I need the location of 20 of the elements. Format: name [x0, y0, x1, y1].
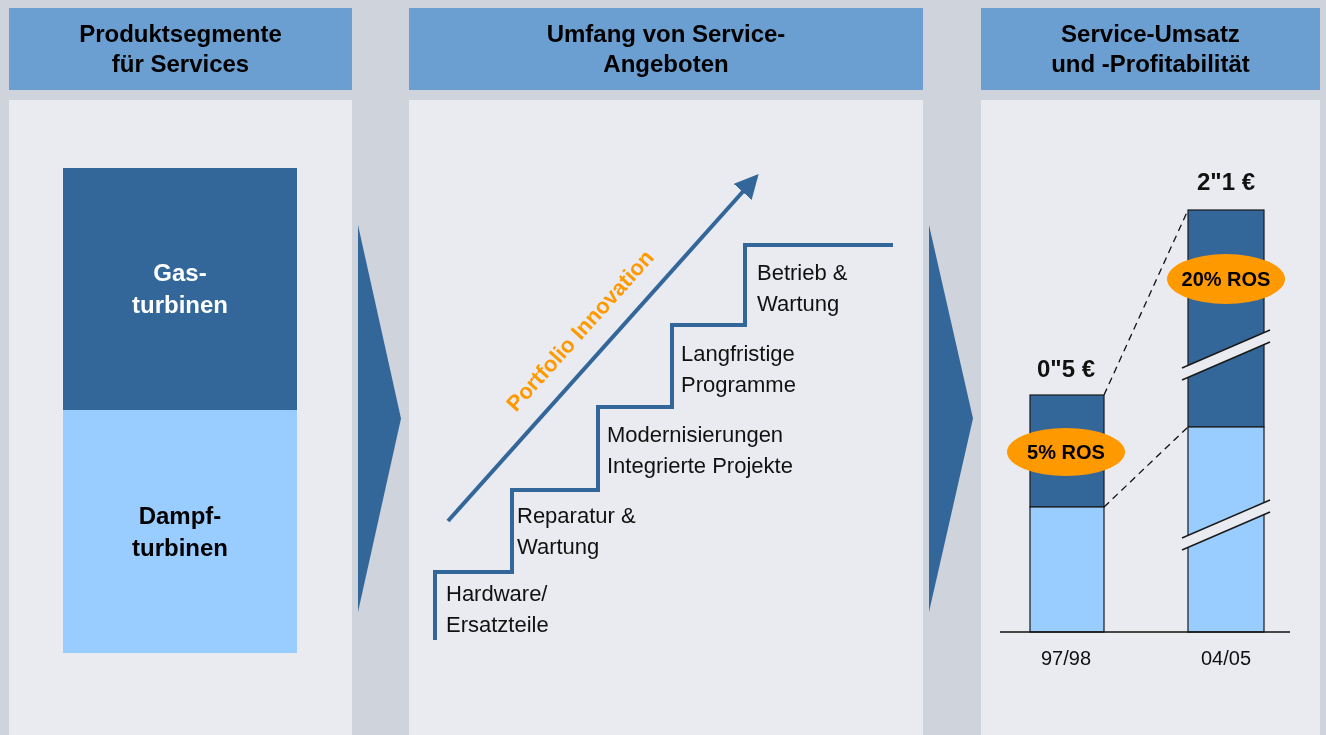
- axis-label: 04/05: [1199, 646, 1253, 671]
- axis-label: 97/98: [1039, 646, 1093, 671]
- value-label: 2"1 €: [1195, 167, 1257, 197]
- column-panel: [9, 8, 352, 735]
- column-header: Umfang von Service-Angeboten: [409, 8, 923, 90]
- column-panel: [409, 8, 923, 735]
- chevron-arrow: [358, 225, 401, 612]
- oval-badge: 20% ROS: [1167, 254, 1285, 304]
- step-label: Langfristige Programme: [681, 340, 797, 399]
- step-label: Reparatur & Wartung: [517, 502, 637, 561]
- chevron-arrow: [929, 225, 973, 612]
- step-label: Modernisierungen Integrierte Projekte: [607, 421, 794, 480]
- column-header: Produktsegmente für Services: [9, 8, 352, 90]
- oval-badge: 5% ROS: [1007, 428, 1125, 476]
- column-header: Service-Umsatz und -Profitabilität: [981, 8, 1320, 90]
- segment-block: Dampf- turbinen: [63, 410, 297, 653]
- segment-block: Gas- turbinen: [63, 168, 297, 410]
- step-label: Hardware/ Ersatzteile: [446, 580, 550, 639]
- value-label: 0"5 €: [1035, 354, 1097, 384]
- step-label: Betrieb & Wartung: [757, 259, 849, 318]
